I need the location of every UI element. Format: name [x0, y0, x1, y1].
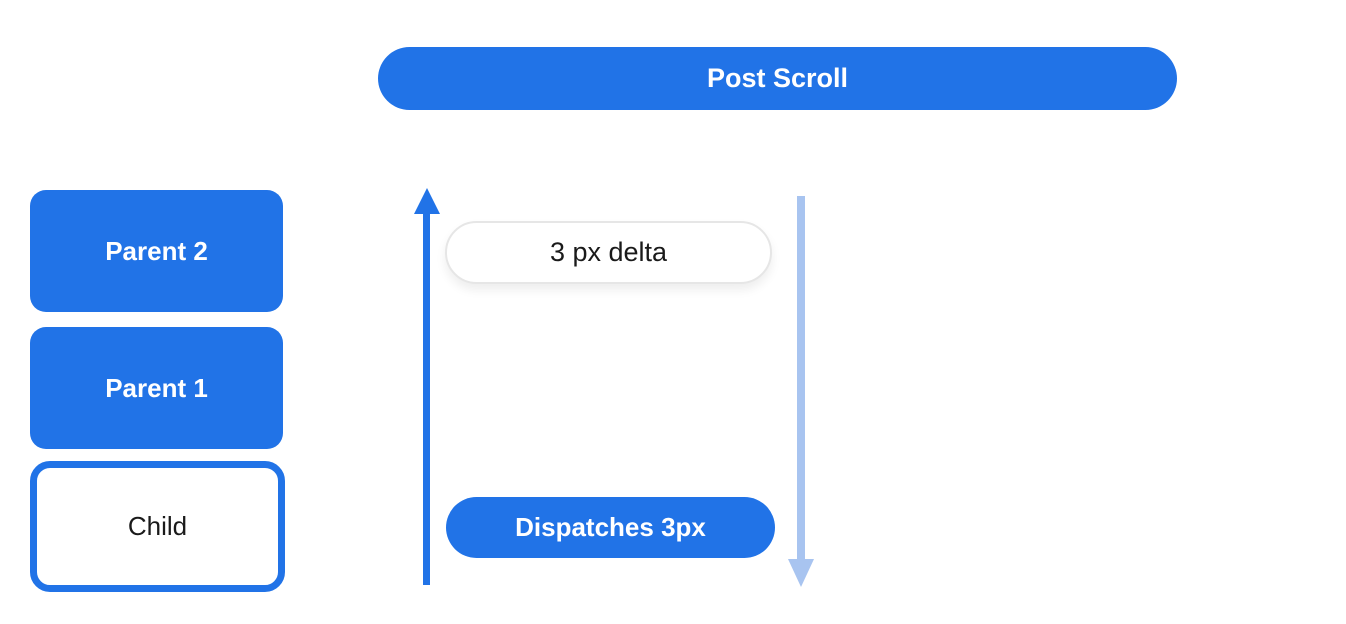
arrow-up-line — [423, 212, 430, 585]
arrow-down-line — [797, 196, 805, 561]
child-box: Child — [30, 461, 285, 592]
parent1-box: Parent 1 — [30, 327, 283, 449]
dispatches-pill: Dispatches 3px — [446, 497, 775, 558]
post-scroll-pill: Post Scroll — [378, 47, 1177, 110]
parent2-box: Parent 2 — [30, 190, 283, 312]
post-scroll-label: Post Scroll — [706, 63, 849, 93]
child-label: Child — [127, 511, 188, 541]
delta-label: 3 px delta — [549, 237, 668, 267]
arrow-up-head — [414, 188, 440, 214]
dispatches-label: Dispatches 3px — [515, 512, 706, 542]
delta-pill: 3 px delta — [445, 221, 772, 284]
parent1-label: Parent 1 — [105, 372, 208, 403]
arrow-down-head — [788, 559, 814, 587]
parent2-label: Parent 2 — [105, 235, 208, 266]
